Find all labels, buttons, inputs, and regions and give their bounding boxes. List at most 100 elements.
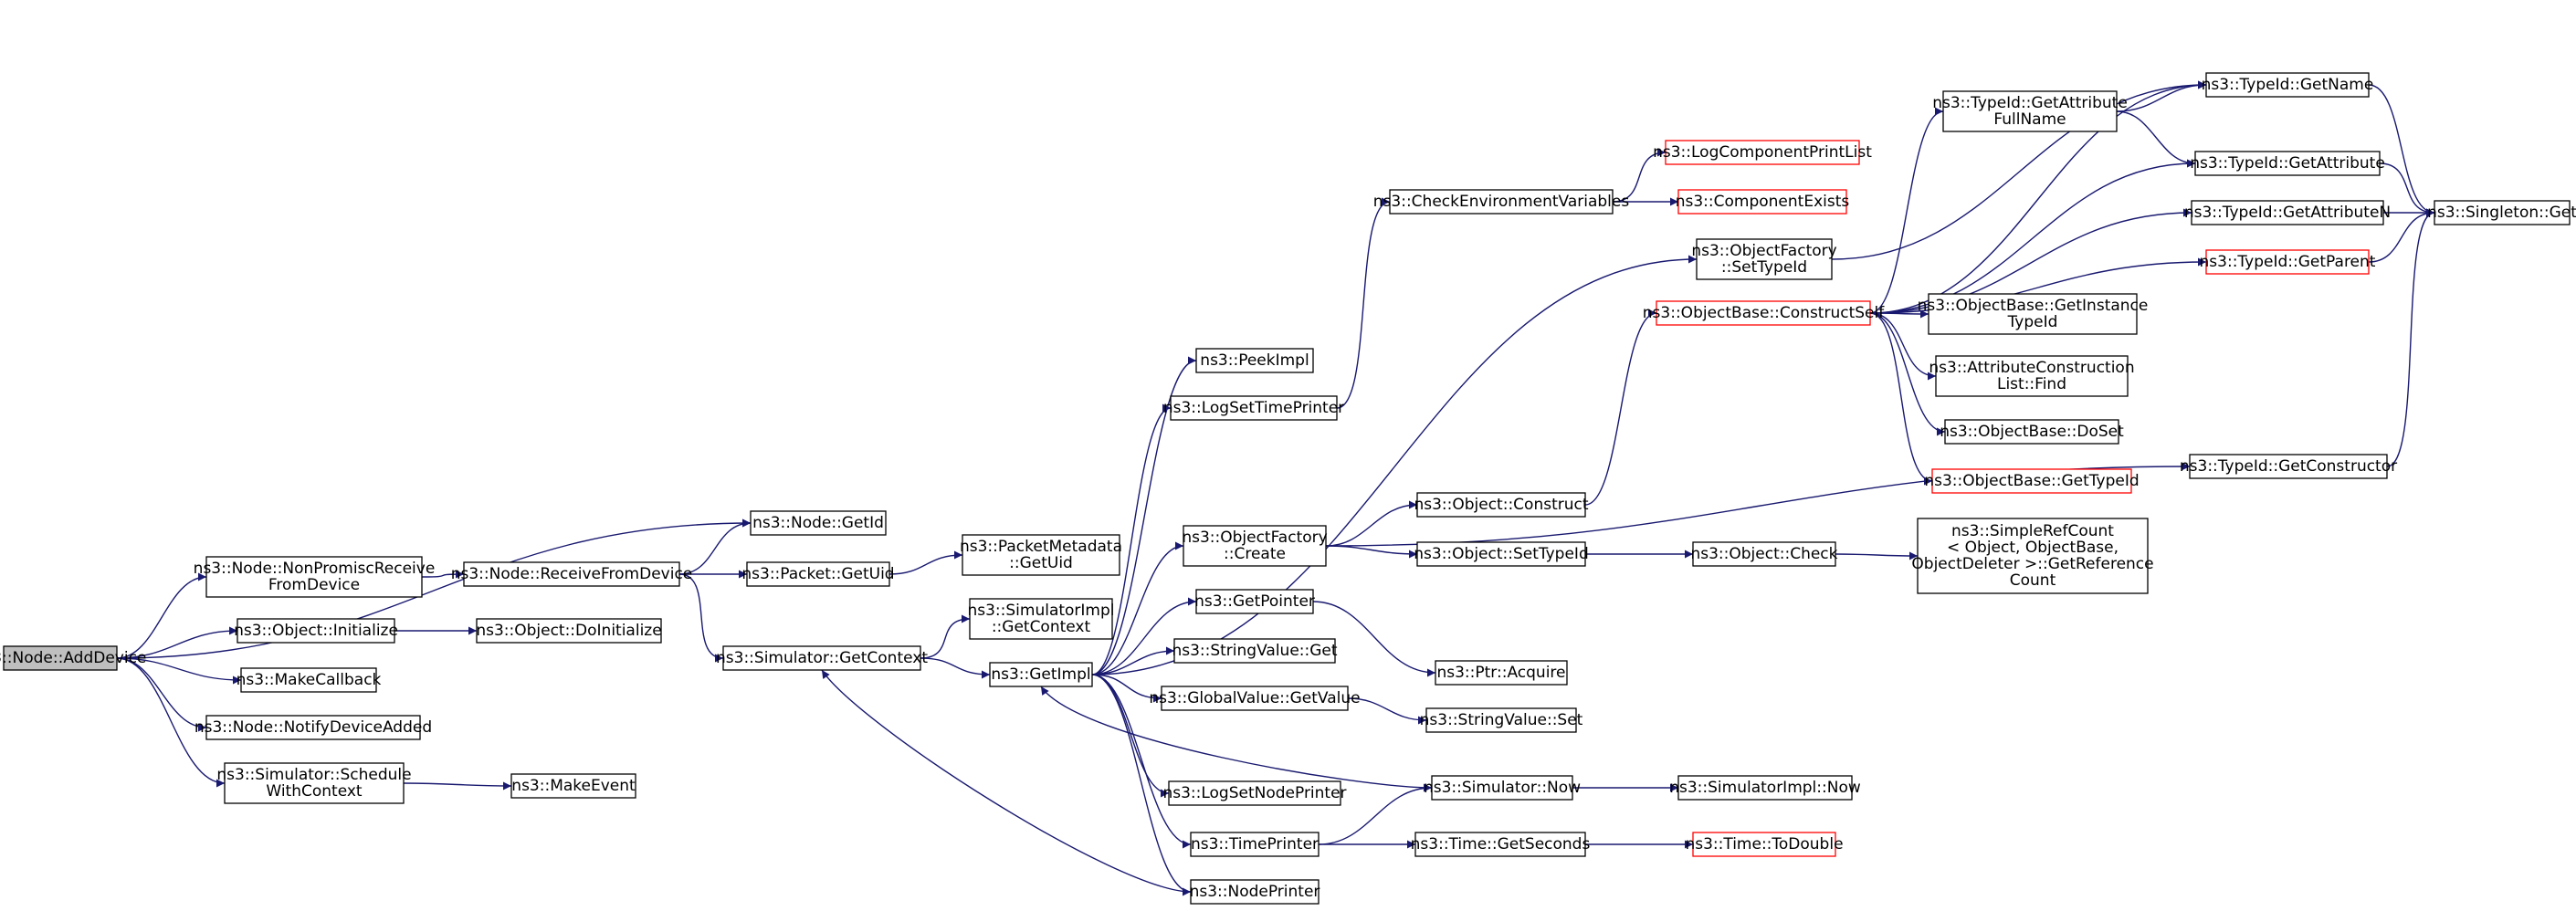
edge-objectfactory_settypeid-to-typeid_getname bbox=[1831, 80, 2207, 260]
node-box bbox=[1692, 832, 1836, 857]
node-packetmetadata_getuid[interactable]: ns3::PacketMetadata::GetUid bbox=[960, 534, 1122, 576]
node-typeid_getparent[interactable]: ns3::TypeId::GetParent bbox=[2200, 249, 2376, 275]
node-box bbox=[1656, 300, 1871, 326]
node-constructself[interactable]: ns3::ObjectBase::ConstructSelf bbox=[1643, 300, 1885, 326]
node-label: ns3::Time::ToDouble bbox=[1685, 835, 1843, 853]
node-object_check[interactable]: ns3::Object::Check bbox=[1690, 541, 1838, 567]
node-stringvalue_set[interactable]: ns3::StringValue::Set bbox=[1420, 707, 1583, 733]
node-box bbox=[1425, 707, 1577, 733]
node-peekimpl[interactable]: ns3::PeekImpl bbox=[1195, 348, 1314, 373]
edge-typeid_getattributefullname-to-typeid_getattribute bbox=[2116, 110, 2196, 168]
node-box bbox=[2205, 72, 2370, 98]
node-logsetnodeprinter[interactable]: ns3::LogSetNodePrinter bbox=[1162, 780, 1347, 806]
node-nodeprinter[interactable]: ns3::NodePrinter bbox=[1190, 879, 1320, 905]
node-makeevent[interactable]: ns3::MakeEvent bbox=[510, 773, 636, 799]
node-typeid_getname[interactable]: ns3::TypeId::GetName bbox=[2202, 72, 2374, 98]
node-box bbox=[2189, 454, 2388, 479]
edge-simulator_getcontext-to-simulatorimpl_getcontext bbox=[920, 614, 971, 659]
edge-simulator_getcontext-to-getimpl bbox=[920, 657, 991, 679]
node-stringvalue_get[interactable]: ns3::StringValue::Get bbox=[1172, 638, 1338, 664]
node-simulator_getcontext[interactable]: ns3::Simulator::GetContext bbox=[716, 645, 928, 671]
node-logsettimeprinter[interactable]: ns3::LogSetTimePrinter bbox=[1163, 395, 1344, 421]
node-label: ns3::GetPointer bbox=[1194, 592, 1315, 611]
node-simplerefcount[interactable]: ns3::SimpleRefCount< Object, ObjectBase,… bbox=[1911, 518, 2154, 594]
node-check_env[interactable]: ns3::CheckEnvironmentVariables bbox=[1373, 189, 1630, 215]
node-label: ns3::SimpleRefCount bbox=[1951, 522, 2114, 540]
node-object_construct[interactable]: ns3::Object::Construct bbox=[1414, 492, 1589, 518]
node-box bbox=[205, 715, 421, 740]
node-logcomponentprintlist[interactable]: ns3::LogComponentPrintList bbox=[1653, 140, 1872, 165]
node-time_todouble[interactable]: ns3::Time::ToDouble bbox=[1685, 832, 1844, 857]
node-add_device[interactable]: ns3::Node::AddDevice bbox=[0, 645, 146, 671]
edge-getimpl-to-objectfactory_settypeid bbox=[1091, 255, 1698, 675]
node-receive_from_device[interactable]: ns3::Node::ReceiveFromDevice bbox=[451, 561, 693, 587]
edge-timeprinter-to-simulator_now bbox=[1318, 783, 1433, 845]
node-label: ObjectDeleter >::GetReference bbox=[1911, 555, 2153, 573]
node-node_getid[interactable]: ns3::Node::GetId bbox=[750, 510, 887, 536]
node-object_initialize[interactable]: ns3::Object::Initialize bbox=[234, 618, 398, 644]
node-label: ns3::Object::Construct bbox=[1414, 496, 1588, 514]
node-simulatorimpl_now[interactable]: ns3::SimulatorImpl::Now bbox=[1669, 775, 1861, 801]
node-objectfactory_settypeid[interactable]: ns3::ObjectFactory::SetTypeId bbox=[1691, 238, 1837, 280]
node-packet_getuid[interactable]: ns3::Packet::GetUid bbox=[741, 561, 895, 587]
node-timeprinter[interactable]: ns3::TimePrinter bbox=[1190, 832, 1320, 857]
node-label: ::SetTypeId bbox=[1721, 258, 1807, 277]
node-getimpl[interactable]: ns3::GetImpl bbox=[989, 662, 1093, 687]
node-simulatorimpl_getcontext[interactable]: ns3::SimulatorImpl::GetContext bbox=[967, 598, 1115, 640]
node-box bbox=[1928, 293, 2138, 335]
node-ptr_acquire[interactable]: ns3::Ptr::Acquire bbox=[1435, 660, 1568, 686]
node-box bbox=[240, 667, 377, 693]
node-box bbox=[224, 762, 405, 804]
node-box bbox=[1183, 525, 1327, 567]
node-time_getseconds[interactable]: ns3::Time::GetSeconds bbox=[1411, 832, 1591, 857]
node-label: ns3::Singleton::Get bbox=[2427, 204, 2576, 222]
node-componentexists[interactable]: ns3::ComponentExists bbox=[1676, 189, 1850, 215]
node-objectbase_doset[interactable]: ns3::ObjectBase::DoSet bbox=[1940, 419, 2124, 445]
node-box bbox=[205, 556, 423, 598]
node-singleton_get[interactable]: ns3::Singleton::Get bbox=[2427, 200, 2576, 225]
edge-add_device-to-nonpromisc bbox=[116, 572, 207, 659]
edge-typeid_getparent-to-singleton_get bbox=[2368, 208, 2435, 263]
edge-constructself-to-objectbase_gettypeid bbox=[1869, 312, 1933, 486]
node-object_doinitialize[interactable]: ns3::Object::DoInitialize bbox=[476, 618, 662, 644]
edge-objectfactory_create-to-object_settypeid bbox=[1325, 545, 1418, 559]
edge-constructself-to-getinstancetypeid bbox=[1869, 309, 1929, 319]
node-label: ns3::ObjectFactory bbox=[1182, 529, 1327, 547]
node-box bbox=[2191, 200, 2384, 225]
node-makecallback[interactable]: ns3::MakeCallback bbox=[237, 667, 382, 693]
node-getpointer[interactable]: ns3::GetPointer bbox=[1194, 589, 1315, 614]
edge-receive_from_device-to-simulator_getcontext bbox=[678, 573, 724, 663]
node-box bbox=[1190, 832, 1320, 857]
node-label: ns3::ObjectBase::DoSet bbox=[1940, 423, 2124, 441]
node-label: ns3::MakeCallback bbox=[237, 671, 382, 689]
edge-getimpl-to-nodeprinter bbox=[1091, 674, 1192, 896]
node-box bbox=[1942, 90, 2118, 132]
node-label: ns3::Simulator::GetContext bbox=[716, 649, 928, 667]
edge-object_construct-to-constructself bbox=[1584, 309, 1657, 506]
node-objectfactory_create[interactable]: ns3::ObjectFactory::Create bbox=[1182, 525, 1328, 567]
node-box bbox=[1917, 518, 2149, 594]
node-object_settypeid[interactable]: ns3::Object::SetTypeId bbox=[1414, 541, 1589, 567]
edge-add_device-to-notify_device_added bbox=[116, 657, 207, 732]
node-globalvalue_getvalue[interactable]: ns3::GlobalValue::GetValue bbox=[1149, 686, 1361, 711]
node-typeid_getattribute[interactable]: ns3::TypeId::GetAttribute bbox=[2190, 151, 2385, 176]
node-label: ns3::Object::Check bbox=[1690, 545, 1837, 563]
node-box bbox=[962, 534, 1120, 576]
node-box bbox=[3, 645, 118, 671]
edge-constructself-to-typeid_getattributefullname bbox=[1869, 107, 1944, 314]
node-objectbase_gettypeid[interactable]: ns3::ObjectBase::GetTypeId bbox=[1924, 468, 2140, 494]
node-typeid_getattributen[interactable]: ns3::TypeId::GetAttributeN bbox=[2184, 200, 2391, 225]
node-label: ns3::Object::Initialize bbox=[234, 622, 398, 640]
node-label: ns3::MakeEvent bbox=[511, 777, 636, 795]
edge-constructself-to-typeid_getattribute bbox=[1869, 159, 2196, 314]
node-box bbox=[237, 618, 395, 644]
node-notify_device_added[interactable]: ns3::Node::NotifyDeviceAdded bbox=[195, 715, 432, 740]
node-typeid_getconstructor[interactable]: ns3::TypeId::GetConstructor bbox=[2180, 454, 2397, 479]
node-simulator_now[interactable]: ns3::Simulator::Now bbox=[1424, 775, 1581, 801]
node-label: FullName bbox=[1993, 110, 2066, 129]
